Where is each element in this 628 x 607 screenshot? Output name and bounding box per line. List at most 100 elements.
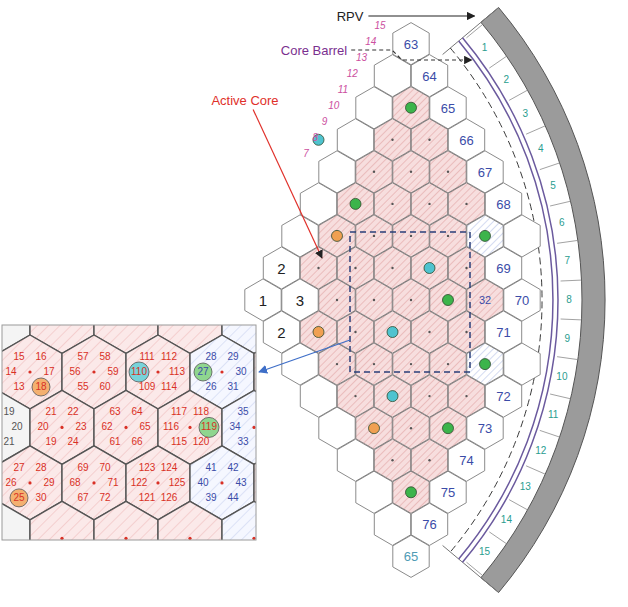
pin-number: 113 xyxy=(169,367,185,377)
reflector-spoke xyxy=(489,56,506,68)
pin-number: 28 xyxy=(205,352,216,362)
core-barrel xyxy=(463,38,558,563)
sector-number: 11 xyxy=(548,410,558,420)
assembly-center xyxy=(373,171,375,173)
vessel-layer xyxy=(443,8,605,593)
assembly-center xyxy=(410,171,412,173)
assembly-center xyxy=(391,139,393,141)
pin-number: 125 xyxy=(169,478,186,488)
pin-number: 19 xyxy=(3,407,14,417)
sector-number: 14 xyxy=(501,515,512,525)
pin-number: 55 xyxy=(77,382,88,392)
pin-number: 39 xyxy=(205,493,216,503)
assembly-number: 1 xyxy=(259,293,267,308)
pin-number: 21 xyxy=(45,407,56,417)
assembly-center xyxy=(220,481,223,484)
pin-number: 56 xyxy=(69,367,80,377)
assembly-number: 2 xyxy=(277,260,285,275)
pin-number: 68 xyxy=(69,478,80,488)
pin-number: 72 xyxy=(99,493,110,503)
sector-number: 7 xyxy=(564,256,570,266)
fuel-assembly-hex xyxy=(504,343,540,385)
pin-number: 34 xyxy=(229,422,240,432)
inset-border xyxy=(2,325,256,540)
sector-number: 12 xyxy=(535,446,546,456)
pin-number: 41 xyxy=(205,463,216,473)
assembly-number: 2 xyxy=(277,325,285,340)
assembly-number: 65 xyxy=(441,101,455,114)
assembly-center xyxy=(354,331,356,333)
row-number: 10 xyxy=(328,101,339,111)
pin-number: 32 xyxy=(479,295,491,306)
row-number: 15 xyxy=(374,21,385,31)
row-number: 13 xyxy=(356,53,367,63)
reflector-spoke xyxy=(540,430,560,437)
instrument-marker xyxy=(443,295,454,306)
pin-number: 58 xyxy=(99,352,110,362)
pin-number: 66 xyxy=(131,437,142,447)
assembly-center xyxy=(373,235,375,237)
pin-number: 20 xyxy=(11,422,22,432)
pin-number: 62 xyxy=(101,422,112,432)
assembly-center xyxy=(92,370,95,373)
instrument-marker xyxy=(332,230,343,241)
pin-number: 115 xyxy=(171,437,187,447)
reflector-spoke xyxy=(540,163,560,170)
pin-number: 14 xyxy=(5,367,16,377)
assembly-number: 69 xyxy=(496,261,510,274)
instrument-marker xyxy=(387,391,398,402)
inset-frame xyxy=(2,325,256,540)
reflector-spoke xyxy=(561,319,582,321)
pin-number: 70 xyxy=(99,463,110,473)
pin-number: 18 xyxy=(35,382,46,392)
assembly-center xyxy=(188,426,191,429)
core-barrel xyxy=(459,41,553,559)
pin-number: 110 xyxy=(131,367,147,377)
sector-number: 13 xyxy=(520,482,531,492)
pin-number: 13 xyxy=(13,382,24,392)
zoom-box xyxy=(350,232,470,372)
assembly-center xyxy=(465,331,467,333)
assembly-number: 67 xyxy=(478,165,492,178)
assembly-number: 64 xyxy=(422,69,436,82)
callout-lines xyxy=(253,16,474,258)
pin-number: 67 xyxy=(77,493,88,503)
pin-number: 111 xyxy=(139,352,154,362)
assembly-number: 73 xyxy=(478,422,492,435)
reflector-spoke xyxy=(550,201,571,206)
pin-number: 22 xyxy=(67,407,78,417)
fuel-assembly-hex xyxy=(504,279,540,321)
assembly-center xyxy=(92,481,95,484)
assembly-number: 75 xyxy=(441,486,455,499)
pin-number: 43 xyxy=(235,478,246,488)
sector-number: 1 xyxy=(482,43,488,53)
assembly-center xyxy=(60,426,63,429)
assembly-number: 68 xyxy=(496,197,510,210)
inset-hex xyxy=(30,501,94,540)
pin-number: 69 xyxy=(77,463,88,473)
assembly-center xyxy=(428,459,430,461)
instrument-marker xyxy=(443,423,454,434)
pin-number: 26 xyxy=(5,478,16,488)
pin-number: 122 xyxy=(131,478,148,488)
sector-number: 15 xyxy=(479,547,490,557)
fuel-assembly-hex xyxy=(504,215,540,257)
assembly-center xyxy=(410,427,412,429)
instrument-marker xyxy=(10,489,28,507)
pin-number: 42 xyxy=(227,463,238,473)
pin-number: 24 xyxy=(67,437,78,447)
pin-number: 117 xyxy=(171,407,187,417)
pin-number: 126 xyxy=(161,493,178,503)
instrument-marker xyxy=(480,230,491,241)
sector-number: 9 xyxy=(564,334,570,344)
assembly-center xyxy=(428,395,430,397)
assembly-center xyxy=(428,139,430,141)
assembly-number: 3 xyxy=(296,293,304,308)
leader-arrow xyxy=(351,50,472,60)
pin-number: 23 xyxy=(75,422,86,432)
assembly-center xyxy=(428,331,430,333)
assembly-center xyxy=(447,171,449,173)
reflector-spoke xyxy=(526,126,545,134)
pin-number: 29 xyxy=(227,352,238,362)
